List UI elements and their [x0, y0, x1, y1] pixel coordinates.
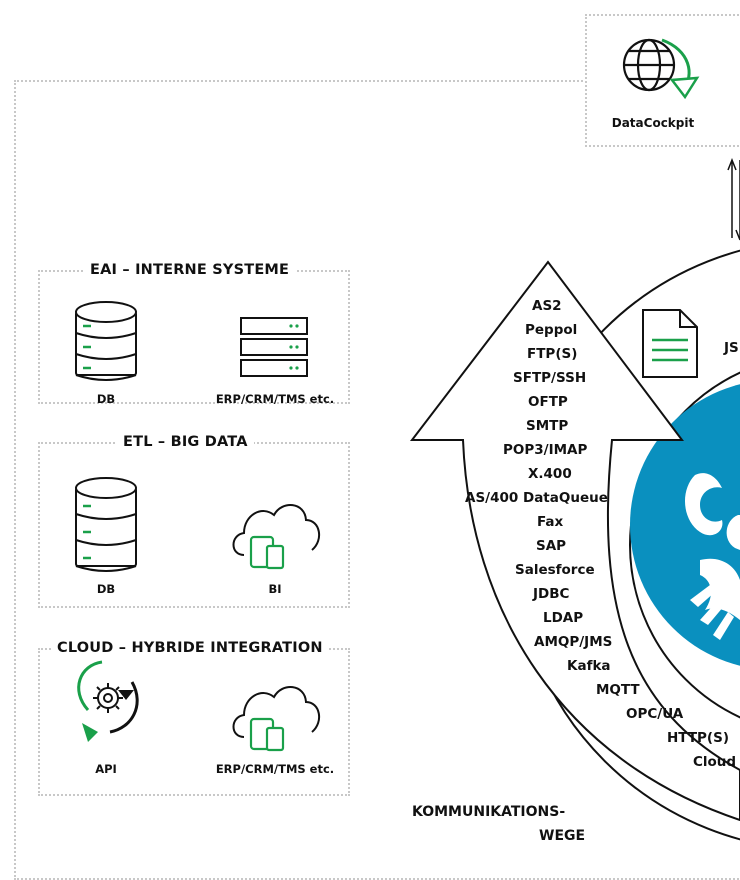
globe-sync-icon [622, 38, 676, 92]
protocol-item: POP3/IMAP [503, 442, 588, 458]
section-etl-title: ETL – BIG DATA [117, 434, 254, 450]
datacockpit-frame [585, 14, 740, 147]
devices-green-icon-2 [249, 717, 285, 752]
protocol-item: HTTP(S) [667, 730, 729, 746]
datacockpit-label: DataCockpit [611, 116, 695, 130]
protocol-item: Kafka [567, 658, 611, 674]
etl-bi-label: BI [268, 582, 282, 596]
section-cloud-title: CLOUD – HYBRIDE INTEGRATION [51, 640, 329, 656]
protocol-item: AMQP/JMS [534, 634, 613, 650]
protocol-item: X.400 [528, 466, 572, 482]
eai-erp-label: ERP/CRM/TMS etc. [215, 392, 335, 406]
sync-arrows-icon [727, 157, 740, 241]
protocol-item: Cloud [693, 754, 737, 770]
kommunikationswege-label-1: KOMMUNIKATIONS- [412, 804, 566, 820]
protocol-item: SAP [536, 538, 567, 554]
api-gear-cycle-icon [77, 660, 139, 742]
document-icon [642, 309, 698, 378]
document-lines-icon [652, 338, 688, 362]
section-eai [38, 270, 350, 404]
protocol-item: MQTT [596, 682, 640, 698]
cloud-api-label: API [95, 762, 117, 776]
cloud-erp-label: ERP/CRM/TMS etc. [215, 762, 335, 776]
protocol-item: Fax [537, 514, 564, 530]
protocol-item: FTP(S) [527, 346, 578, 362]
protocol-item: AS2 [532, 298, 562, 314]
protocol-item: Peppol [525, 322, 578, 338]
protocol-item: OPC/UA [626, 706, 684, 722]
protocol-item: AS/400 DataQueue [465, 490, 608, 506]
kommunikationswege-label-2: WEGE [539, 828, 586, 844]
section-eai-title: EAI – INTERNE SYSTEME [84, 262, 296, 278]
database-icon [75, 301, 137, 381]
document-format-label: JS [724, 340, 739, 356]
protocol-item: SMTP [526, 418, 569, 434]
server-rack-icon [240, 317, 308, 377]
database-icon-2 [75, 477, 137, 572]
protocol-item: LDAP [543, 610, 584, 626]
lobster-icon [684, 473, 740, 640]
protocol-item: Salesforce [515, 562, 595, 578]
protocol-item: SFTP/SSH [513, 370, 587, 386]
diagram-canvas [75, 38, 740, 841]
devices-green-icon [249, 535, 285, 570]
etl-db-label: DB [96, 582, 116, 596]
inner-ring [629, 371, 740, 719]
communication-arrow [409, 260, 740, 822]
protocol-item: OFTP [528, 394, 568, 410]
protocol-item: JDBC [533, 586, 570, 602]
eai-db-label: DB [96, 392, 116, 406]
